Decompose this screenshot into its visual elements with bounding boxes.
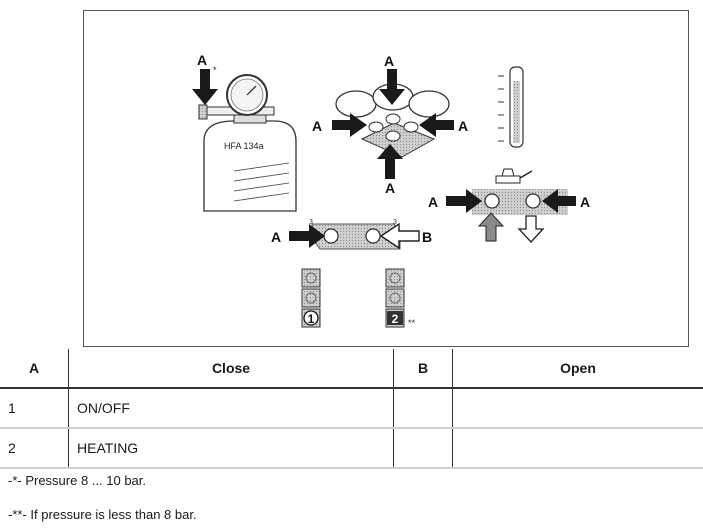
valve-block-2: 2 ** — [385, 268, 416, 328]
callout-a-label: A — [197, 52, 207, 68]
valve-block-2-note: ** — [408, 318, 416, 328]
table-row: 2 HEATING — [0, 428, 703, 469]
diagram-figure: HFA 134a A * — [83, 10, 689, 347]
arrow-right-icon — [446, 189, 482, 213]
callout-a-label: A — [428, 194, 438, 210]
row-number: 1 — [0, 388, 69, 429]
arrow-up-icon — [477, 212, 505, 242]
thermometer-icon — [498, 66, 524, 148]
valve-block-1: 1 — [301, 268, 321, 328]
pressure-gauge-icon — [226, 74, 268, 116]
open-cell — [452, 428, 703, 469]
close-cell: ON/OFF — [68, 388, 394, 429]
col-header-close: Close — [68, 349, 394, 389]
table-header-row: A Close B Open — [0, 349, 703, 389]
arrow-left-icon — [542, 189, 576, 213]
callout-a-label: A — [385, 180, 395, 196]
table-row: 1 ON/OFF — [0, 388, 703, 429]
col-header-b: B — [393, 349, 453, 389]
footnote-pressure: -*- Pressure 8 ... 10 bar. — [8, 473, 147, 488]
col-header-a: A — [0, 349, 69, 389]
open-cell — [452, 388, 703, 429]
callout-a-label: A — [271, 229, 281, 245]
b-cell — [393, 388, 453, 429]
arrow-down-icon — [192, 69, 218, 105]
valve-block-2-number: 2 — [392, 312, 399, 326]
arrow-left-icon — [419, 113, 454, 137]
valve-block-1-number: 1 — [308, 312, 315, 326]
b-cell — [393, 428, 453, 469]
footnote-low-pressure: -**- If pressure is less than 8 bar. — [8, 507, 197, 522]
oil-can-icon — [495, 168, 533, 184]
row-number: 2 — [0, 428, 69, 469]
cylinder-label: HFA 134a — [224, 141, 264, 151]
arrow-right-icon — [289, 224, 325, 248]
callout-b-label: B — [422, 229, 432, 245]
callout-a-label: A — [312, 118, 322, 134]
fitting-mark: 3 — [393, 219, 397, 226]
arrow-down-outline-icon — [517, 215, 545, 243]
arrow-right-icon — [332, 113, 367, 137]
callout-a-label: A — [384, 53, 394, 69]
cylinder-note-mark: * — [213, 65, 217, 75]
col-header-open: Open — [452, 349, 703, 389]
valve-table: A Close B Open 1 ON/OFF 2 HEATING — [0, 349, 703, 469]
arrow-down-icon — [379, 69, 405, 105]
fitting-mark: 3 — [309, 219, 313, 226]
arrow-left-outline-icon — [379, 222, 420, 250]
service-procedure-diagram: HFA 134a A * — [192, 52, 590, 328]
callout-a-label: A — [458, 118, 468, 134]
arrow-up-icon — [377, 144, 403, 179]
callout-a-label: A — [580, 194, 590, 210]
close-cell: HEATING — [68, 428, 394, 469]
